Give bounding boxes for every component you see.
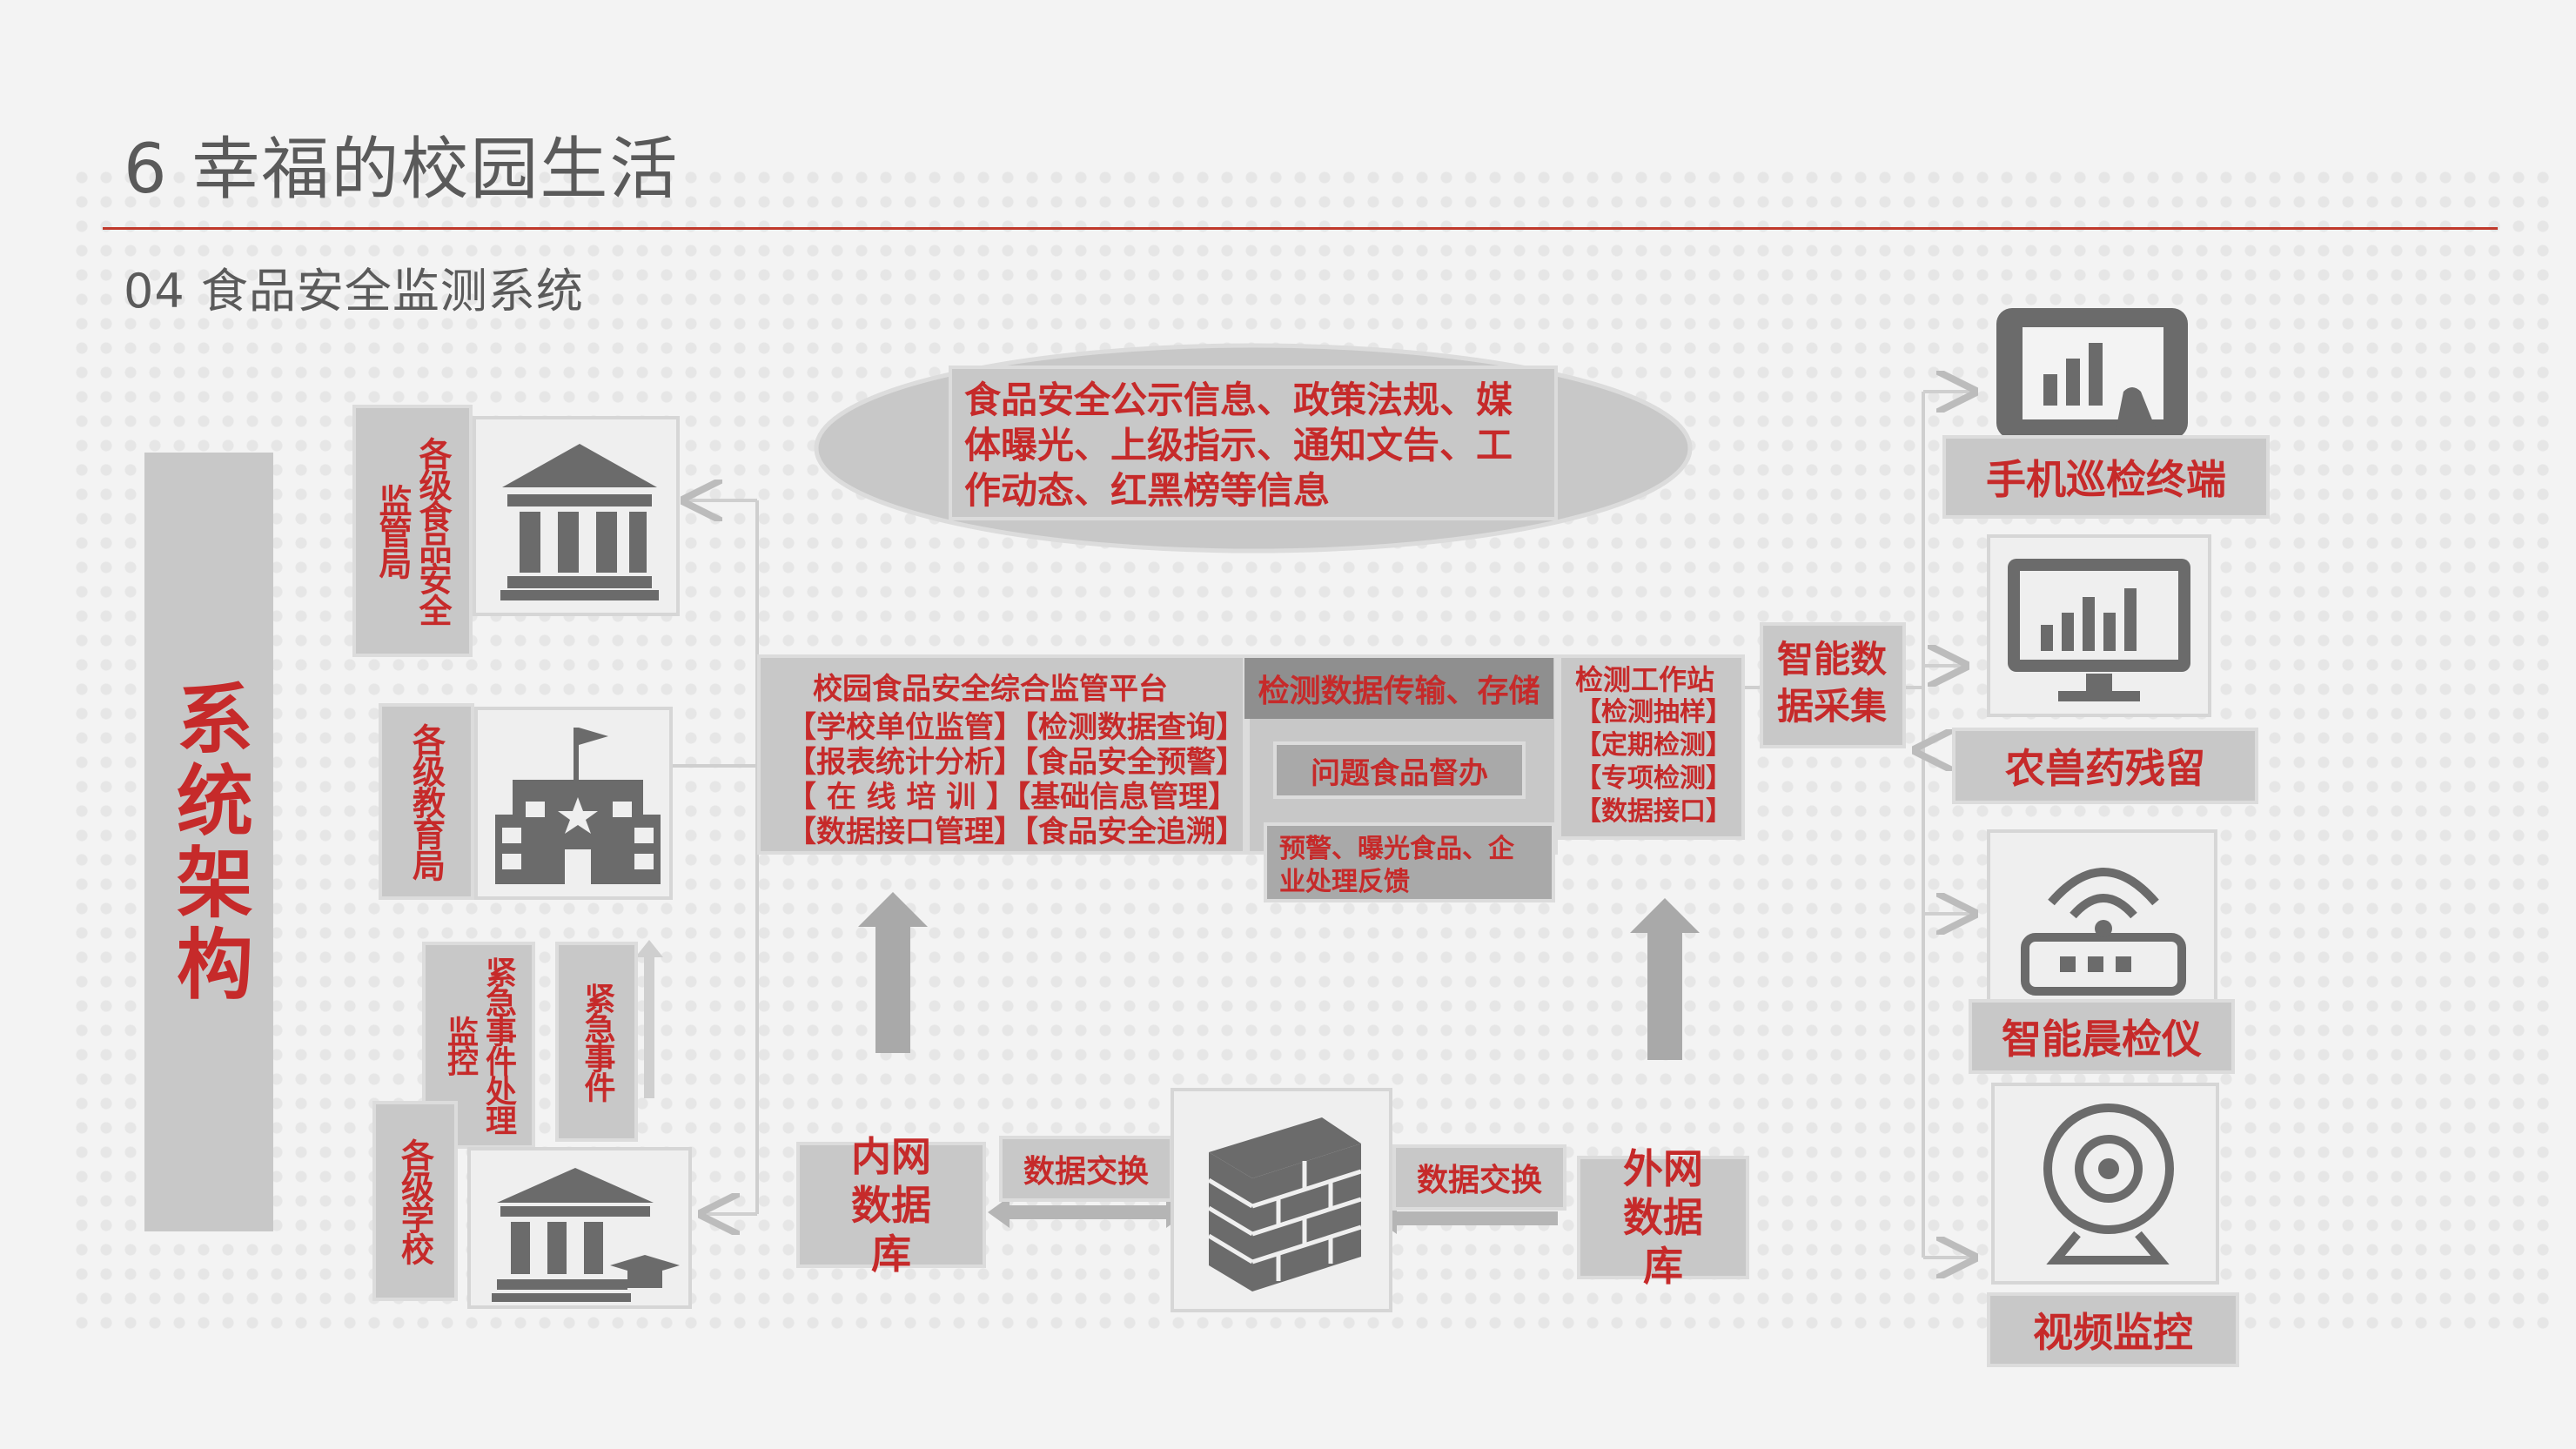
device-mobile-label: 手机巡检终端 [1942,435,2270,519]
architecture-label: 系统架构 [164,678,254,1006]
extranet-db-box: 外网数据库 [1577,1145,1749,1290]
device-morning-check-label: 智能晨检仪 [1969,999,2235,1074]
architecture-side-panel: 系统架构 [144,453,273,1231]
station-item: 【专项检测】 [1575,763,1732,794]
station-item: 【定期检测】 [1575,730,1732,761]
station-item: 【数据接口】 [1575,796,1732,827]
webcam-icon [2043,1104,2174,1265]
title-divider [103,227,2498,230]
firewall-frame [1171,1088,1392,1312]
bank-icon [500,444,659,600]
device-residue-label: 农兽药残留 [1952,728,2258,804]
station-title: 检测工作站 [1575,663,1715,696]
exchange-left-box: 数据交换 [999,1136,1173,1202]
monitor-frame [1987,534,2211,717]
monitor-chart-icon [2008,559,2190,701]
platform-line: 【报表统计分析】【食品安全预警】 [787,745,1245,780]
collect-box: 智能数据采集 [1760,622,1906,748]
warning-box: 预警、曝光食品、企业处理反馈 [1264,822,1555,902]
emergency-label: 紧急事件 [555,942,638,1142]
schools-label: 各级学校 [372,1101,458,1301]
platform-box: 校园食品安全综合监管平台 【学校单位监管】【检测数据查询】 【报表统计分析】【食… [757,654,1246,855]
station-box: 检测工作站 【检测抽样】 【定期检测】 【专项检测】 【数据接口】 [1558,654,1745,840]
platform-line: 【数据接口管理】【食品安全追溯】 [787,815,1245,849]
supervise-box: 问题食品督办 [1273,741,1526,799]
device-video-label: 视频监控 [1987,1292,2239,1367]
station-item: 【检测抽样】 [1575,697,1732,728]
intranet-db-box: 内网数据库 [796,1133,986,1278]
market-bureau-frame [473,416,680,616]
platform-line: 【 在 线 培 训 】【基础信息管理】 [787,780,1238,815]
university-icon [492,1168,680,1302]
education-bureau-frame [474,707,673,900]
emergency-handle-label: 紧急事件处理监控 [422,942,535,1149]
page-title: 6 幸福的校园生活 [124,131,680,209]
public-info-text: 食品安全公示信息、政策法规、媒体曝光、上级指示、通知文告、工作动态、红黑榜等信息 [964,379,1513,512]
education-bureau-label: 各级教育局 [379,703,474,900]
exchange-right-box: 数据交换 [1392,1144,1566,1211]
router-icon [2021,868,2186,996]
public-info-box: 食品安全公示信息、政策法规、媒体曝光、上级指示、通知文告、工作动态、红黑榜等信息 [949,366,1558,520]
market-bureau-label: 各级食品安全监管局 [352,405,473,657]
router-frame [1987,829,2217,1008]
page-subtitle: 04 食品安全监测系统 [124,264,584,319]
transfer-box: 检测数据传输、存储 [1244,658,1553,719]
schools-frame [467,1147,692,1309]
school-icon [495,728,661,884]
platform-line: 【学校单位监管】【检测数据查询】 [787,710,1245,745]
firewall-icon [1207,1117,1362,1291]
webcam-frame [1991,1083,2219,1285]
platform-title: 校园食品安全综合监管平台 [813,672,1168,707]
tablet-chart-icon [1993,305,2191,444]
